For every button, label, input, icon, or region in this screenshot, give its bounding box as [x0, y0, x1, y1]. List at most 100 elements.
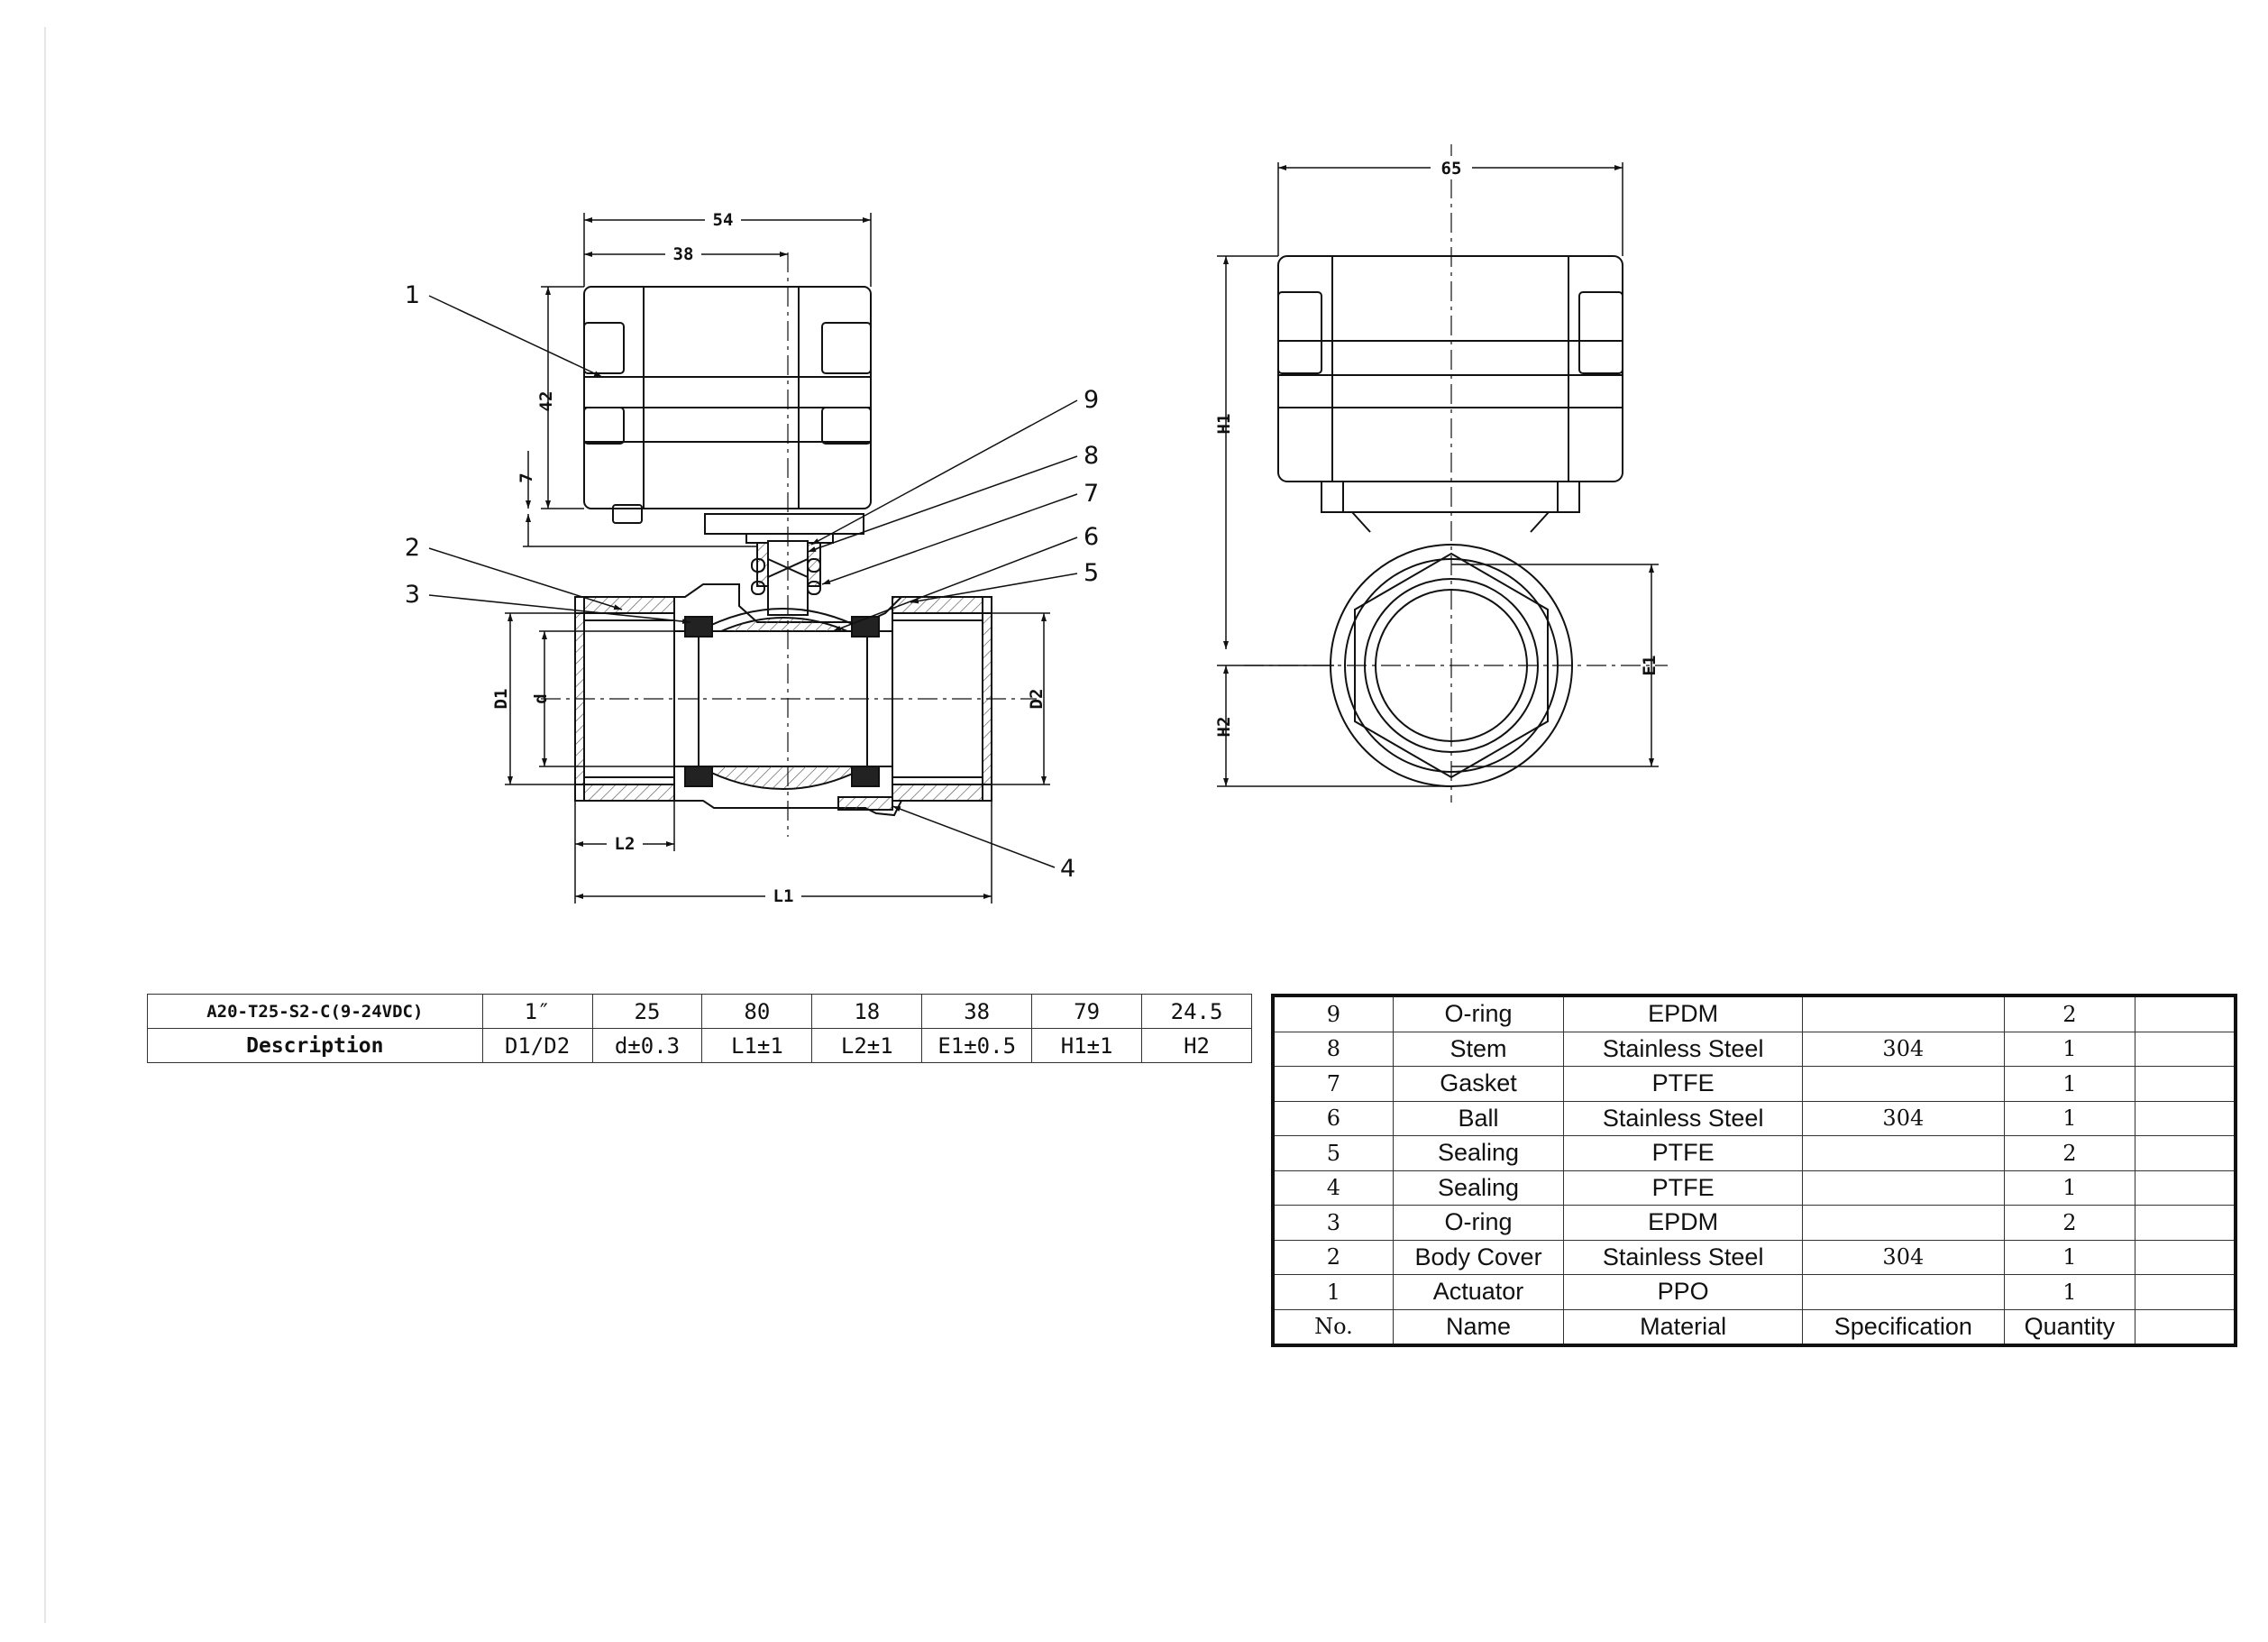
part-material: PTFE	[1563, 1135, 1804, 1171]
callout-5: 5	[1084, 559, 1099, 587]
part-blank	[2135, 1066, 2236, 1102]
label-D1-D2: D1/D2	[481, 1028, 593, 1063]
part-number: 2	[1272, 1239, 1394, 1275]
part-name: Stem	[1392, 1031, 1565, 1067]
value-H1: 79	[1031, 994, 1143, 1029]
header-quantity: Quantity	[2003, 1308, 2136, 1346]
part-name: O-ring	[1392, 1205, 1565, 1241]
part-number: 1	[1272, 1274, 1394, 1310]
label-H2: H2	[1141, 1028, 1252, 1063]
part-name: Sealing	[1392, 1170, 1565, 1206]
model-number: A20-T25-S2-C(9-24VDC)	[147, 994, 483, 1029]
value-L1: 80	[701, 994, 813, 1029]
part-number: 6	[1272, 1100, 1394, 1136]
dim-D2: D2	[1027, 689, 1047, 710]
callout-8: 8	[1084, 442, 1099, 470]
part-number: 7	[1272, 1066, 1394, 1102]
header-name: Name	[1392, 1308, 1565, 1346]
label-E1: E1±0.5	[921, 1028, 1033, 1063]
dim-42: 42	[536, 391, 556, 412]
part-number: 4	[1272, 1170, 1394, 1206]
part-blank	[2135, 1031, 2236, 1067]
part-number: 5	[1272, 1135, 1394, 1171]
value-H2: 24.5	[1141, 994, 1252, 1029]
part-quantity: 1	[2003, 1170, 2136, 1206]
callout-1: 1	[405, 281, 420, 309]
part-material: PPO	[1563, 1274, 1804, 1310]
callout-4: 4	[1060, 855, 1075, 883]
part-material: Stainless Steel	[1563, 1031, 1804, 1067]
callout-6: 6	[1084, 523, 1099, 551]
header-blank	[2135, 1308, 2236, 1346]
part-quantity: 1	[2003, 1239, 2136, 1275]
part-specification	[1802, 1066, 2005, 1102]
part-name: O-ring	[1392, 995, 1565, 1032]
part-blank	[2135, 1135, 2236, 1171]
dim-L1: L1	[773, 886, 794, 906]
part-blank	[2135, 1100, 2236, 1136]
part-blank	[2135, 1239, 2236, 1275]
dim-H1: H1	[1214, 414, 1234, 435]
value-D1-D2: 1″	[481, 994, 593, 1029]
part-specification	[1802, 995, 2005, 1032]
dimension-table: A20-T25-S2-C(9-24VDC) 1″ 25 80 18 38 79 …	[147, 994, 1252, 1063]
callout-leaders	[428, 295, 1078, 868]
dim-38: 38	[673, 244, 694, 264]
dim-65: 65	[1441, 159, 1462, 179]
part-name: Body Cover	[1392, 1239, 1565, 1275]
part-material: EPDM	[1563, 1205, 1804, 1241]
part-specification	[1802, 1205, 2005, 1241]
dim-54: 54	[713, 210, 734, 230]
value-E1: 38	[921, 994, 1033, 1029]
description-label: Description	[147, 1028, 483, 1063]
dim-E1: E1	[1640, 656, 1660, 676]
part-material: PTFE	[1563, 1066, 1804, 1102]
callout-2: 2	[405, 534, 420, 562]
part-material: Stainless Steel	[1563, 1239, 1804, 1275]
part-material: PTFE	[1563, 1170, 1804, 1206]
header-no: No.	[1272, 1308, 1394, 1346]
part-number: 3	[1272, 1205, 1394, 1241]
part-quantity: 1	[2003, 1274, 2136, 1310]
dim-7: 7	[517, 472, 536, 482]
part-quantity: 1	[2003, 1066, 2136, 1102]
page-margin-line	[44, 27, 46, 1623]
side-view	[1244, 144, 1668, 803]
label-L2: L2±1	[811, 1028, 923, 1063]
part-specification	[1802, 1135, 2005, 1171]
label-H1: H1±1	[1031, 1028, 1143, 1063]
part-material: EPDM	[1563, 995, 1804, 1032]
bom-header-row: No. Name Material Specification Quantity	[1272, 1308, 2236, 1346]
front-section-view	[541, 252, 1037, 837]
part-specification: 304	[1802, 1100, 2005, 1136]
part-name: Gasket	[1392, 1066, 1565, 1102]
part-quantity: 2	[2003, 1135, 2136, 1171]
part-name: Actuator	[1392, 1274, 1565, 1310]
callout-9: 9	[1084, 386, 1099, 414]
part-blank	[2135, 1170, 2236, 1206]
part-quantity: 1	[2003, 1031, 2136, 1067]
part-blank	[2135, 995, 2236, 1032]
dim-d: d	[531, 693, 551, 703]
part-specification	[1802, 1170, 2005, 1206]
part-material: Stainless Steel	[1563, 1100, 1804, 1136]
dim-H2: H2	[1214, 717, 1234, 738]
part-blank	[2135, 1274, 2236, 1310]
header-material: Material	[1563, 1308, 1804, 1346]
part-quantity: 2	[2003, 995, 2136, 1032]
value-d: 25	[591, 994, 703, 1029]
part-specification	[1802, 1274, 2005, 1310]
part-name: Ball	[1392, 1100, 1565, 1136]
part-specification: 304	[1802, 1239, 2005, 1275]
dim-L2: L2	[615, 834, 636, 854]
part-name: Sealing	[1392, 1135, 1565, 1171]
